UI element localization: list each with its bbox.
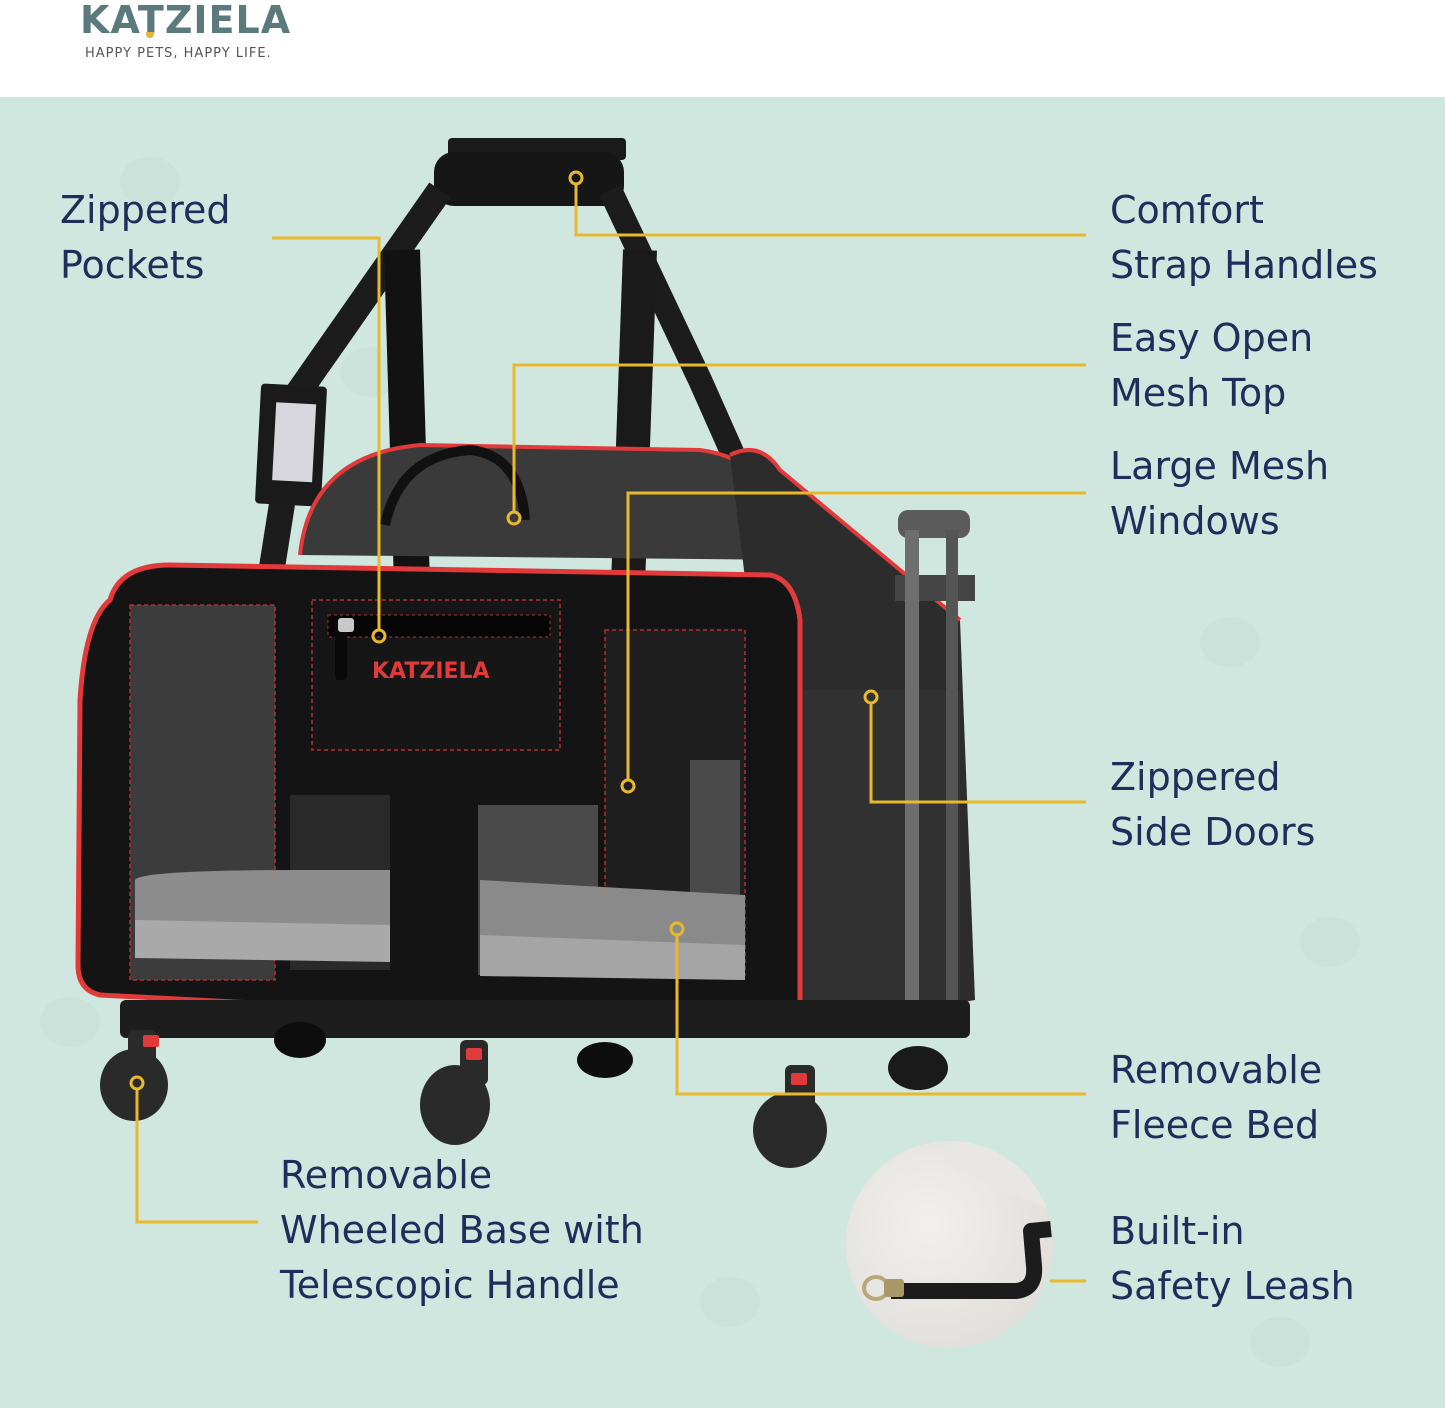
paw-print-icon (120, 157, 180, 207)
feature-label-safety-leash: Built-in Safety Leash (1110, 1209, 1355, 1308)
callout-dot-icons (129, 170, 879, 1091)
leash-inset-photo (846, 1141, 1053, 1348)
feature-label-removable-fleece-bed: Removable Fleece Bed (1110, 1048, 1323, 1147)
leash-clip-icon (862, 1141, 1053, 1301)
feature-label-zippered-pockets: Zippered Pockets (60, 188, 231, 287)
paw-print-icon (1300, 917, 1360, 967)
brand-logo: KATZIELA (80, 0, 292, 42)
logo-accent-icon (146, 32, 154, 38)
leader-lines (135, 183, 1086, 1283)
feature-label-zippered-side-doors: Zippered Side Doors (1110, 755, 1316, 854)
handle-pad (434, 152, 624, 206)
feature-label-large-mesh-windows: Large Mesh Windows (1110, 444, 1330, 543)
bag-logo: KATZIELA (372, 659, 490, 684)
feature-label-comfort-strap-handles: Comfort Strap Handles (1110, 188, 1378, 287)
brand-tagline: HAPPY PETS, HAPPY LIFE. (85, 46, 272, 61)
paw-print-icon (40, 997, 100, 1047)
brand-header: KATZIELA HAPPY PETS, HAPPY LIFE. (0, 0, 1445, 97)
paw-print-icon (1250, 1317, 1310, 1367)
paw-print-icon (700, 1277, 760, 1327)
feature-label-wheeled-base: Removable Wheeled Base with Telescopic H… (280, 1153, 644, 1307)
feature-label-easy-open-mesh-top: Easy Open Mesh Top (1110, 316, 1314, 415)
paw-print-icon (1200, 617, 1260, 667)
